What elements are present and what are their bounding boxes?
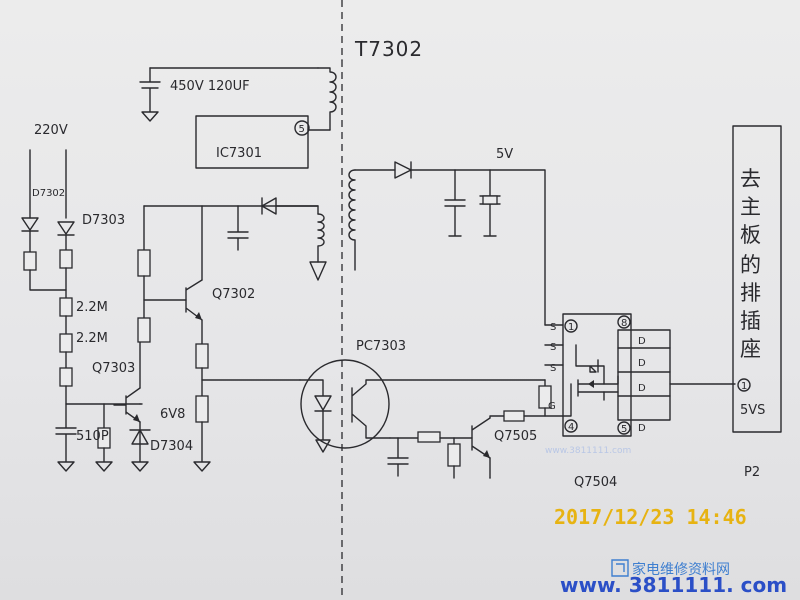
q7505-label: Q7505 <box>494 429 537 444</box>
diode-d7302 <box>21 217 39 232</box>
p2-text-1: 去 <box>740 167 761 191</box>
ic-pin-5: 5 <box>299 124 305 135</box>
d7302-label: D7302 <box>32 188 65 199</box>
watermark-logo <box>611 559 629 577</box>
pin-s1: S <box>550 322 556 333</box>
p2-pin-label: 5VS <box>740 403 765 418</box>
ic7301-label: IC7301 <box>216 146 262 161</box>
pin-1: 1 <box>568 322 574 333</box>
r1-label: 2.2M <box>76 300 108 315</box>
mains-label: 220V <box>34 123 68 138</box>
bulk-capacitor <box>139 67 319 122</box>
d7303-label: D7303 <box>82 213 125 228</box>
resistor-q7505-pd <box>447 443 461 467</box>
resistor-in-a <box>23 251 37 271</box>
watermark-url: www. 3811111. com <box>560 573 787 597</box>
p2-connector <box>732 125 782 433</box>
q7504-drain-tab <box>617 329 671 421</box>
cap-5v-b <box>482 195 498 205</box>
pin-d1: D <box>638 336 646 347</box>
pin-s3: S <box>550 363 556 374</box>
resistor-bias-a <box>137 249 151 277</box>
cap-510-label: 510P <box>76 429 109 444</box>
p2-text-3: 板 <box>740 223 761 247</box>
q7504-label: Q7504 <box>574 475 617 490</box>
zener-value-label: 6V8 <box>160 407 185 422</box>
pin-5: 5 <box>621 424 627 435</box>
diode-d7303 <box>57 221 75 236</box>
cap-main-label: 450V 120UF <box>170 79 250 94</box>
transistor-q7505 <box>471 417 491 459</box>
p2-text-7: 座 <box>740 337 761 361</box>
p2-label: P2 <box>744 465 760 480</box>
resistor-q7505-out <box>503 410 525 422</box>
transformer-primary <box>317 59 343 131</box>
datetime-stamp: 2017/12/23 14:46 <box>554 505 747 529</box>
mosfet-symbol <box>562 344 619 417</box>
pin-g: G <box>548 401 556 412</box>
ic7301-box <box>195 115 309 169</box>
watermark-faint: www.3811111.com <box>545 446 631 456</box>
rectifier-diode <box>394 161 412 179</box>
q7302-label: Q7302 <box>212 287 255 302</box>
r2-label: 2.2M <box>76 331 108 346</box>
q7303-label: Q7303 <box>92 361 135 376</box>
watermark-site-cn: 家电维修资料网 <box>632 561 730 578</box>
resistor-bias-b <box>137 317 151 343</box>
p2-pin-1: 1 <box>741 381 747 392</box>
pin-d3: D <box>638 383 646 394</box>
d7304-label: D7304 <box>150 439 193 454</box>
resistor-q7505-in <box>417 431 441 443</box>
resistor-2m2-b <box>59 333 73 353</box>
resistor-in-b <box>59 249 73 269</box>
resistor-q7302-a <box>195 343 209 369</box>
q7504-package <box>562 313 632 437</box>
pin-8: 8 <box>621 318 627 329</box>
p2-text-5: 排 <box>740 281 761 305</box>
resistor-q7302-b <box>195 395 209 423</box>
resistor-2m2-a <box>59 297 73 317</box>
pin-d2: D <box>638 358 646 369</box>
p2-text-4: 的 <box>740 253 761 277</box>
optocoupler-pc7303 <box>300 359 390 449</box>
pin-4: 4 <box>568 422 574 433</box>
transistor-q7303 <box>113 387 141 423</box>
p2-text-2: 主 <box>740 195 761 219</box>
v5-label: 5V <box>496 147 513 162</box>
zener-d7304 <box>129 403 151 445</box>
resistor-in-c <box>59 367 73 387</box>
transistor-q7302 <box>185 279 203 321</box>
pc7303-label: PC7303 <box>356 339 406 354</box>
transformer-label: T7302 <box>354 37 423 61</box>
p2-text-6: 插 <box>740 309 761 333</box>
pin-d4: D <box>638 423 646 434</box>
pin-s2: S <box>550 342 556 353</box>
